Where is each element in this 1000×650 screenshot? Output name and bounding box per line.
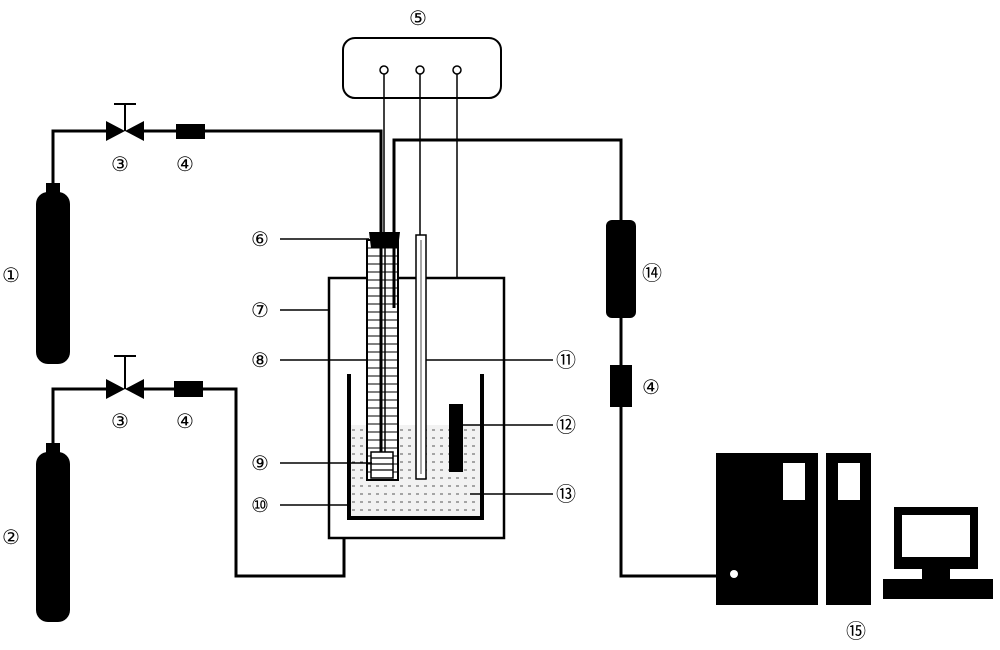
label-15: ⑮	[846, 619, 866, 643]
label-14: ⑭	[642, 261, 662, 285]
computer-monitor-icon	[883, 507, 993, 599]
label-5: ⑤	[409, 6, 427, 30]
leader-lines	[280, 238, 553, 506]
connector-upper	[176, 124, 205, 139]
counter-electrode	[449, 404, 463, 472]
label-1: ①	[2, 263, 20, 287]
gas-chromatograph	[716, 453, 871, 605]
connector-lower	[174, 381, 203, 397]
connector-outlet	[610, 365, 632, 407]
label-12: ⑫	[556, 413, 576, 437]
gas-cylinder-2	[36, 443, 70, 622]
needle-valve-upper	[106, 103, 144, 141]
label-3-lower: ③	[111, 409, 129, 433]
label-6: ⑥	[251, 227, 269, 251]
electrode-cap	[369, 232, 400, 248]
working-electrode-tube	[366, 232, 399, 481]
gas-line-lower	[51, 387, 346, 578]
gas-line-upper	[51, 129, 383, 232]
label-3-upper: ③	[111, 152, 129, 176]
label-13: ⑬	[556, 482, 576, 506]
gas-outlet-line	[392, 138, 718, 578]
label-8: ⑧	[251, 348, 269, 372]
drying-tube	[606, 220, 636, 318]
label-2: ②	[2, 525, 20, 549]
potentiostat	[342, 37, 502, 99]
catalyst-electrode	[370, 451, 394, 479]
label-4-outlet: ④	[642, 375, 660, 399]
label-9: ⑨	[251, 451, 269, 475]
gas-cylinder-1	[36, 183, 70, 364]
needle-valve-lower	[106, 355, 144, 399]
label-4-lower: ④	[176, 409, 194, 433]
electrolytic-cell	[347, 374, 484, 520]
label-4-upper: ④	[176, 152, 194, 176]
label-11: ⑪	[556, 348, 576, 372]
label-7: ⑦	[251, 298, 269, 322]
label-10: ⑩	[251, 493, 269, 517]
reference-electrode	[415, 234, 427, 480]
